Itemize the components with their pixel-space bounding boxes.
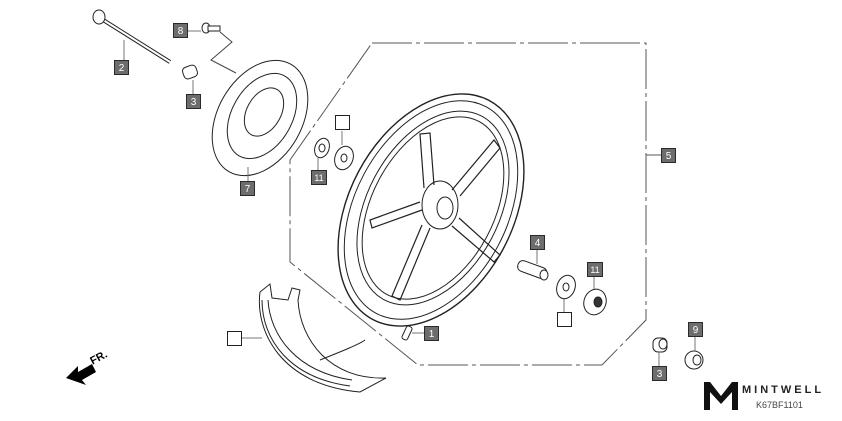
callout-3-left[interactable]: 3 xyxy=(186,94,201,109)
callout-9[interactable]: 9 xyxy=(688,322,703,337)
empty-callout-bearing-right[interactable] xyxy=(557,312,572,327)
callout-11-left[interactable]: 11 xyxy=(311,170,327,185)
empty-callout-tire[interactable] xyxy=(227,331,242,346)
callout-11-right[interactable]: 11 xyxy=(587,262,603,277)
tire-icon xyxy=(242,283,387,393)
valve-stem-icon xyxy=(401,325,424,341)
distance-collar-icon xyxy=(517,250,549,281)
axle-nut-icon xyxy=(684,337,704,370)
dust-seal-right-icon xyxy=(583,277,607,316)
bearing-left-icon xyxy=(314,131,354,171)
callout-3-right[interactable]: 3 xyxy=(652,366,667,381)
drawing-code: K67BF1101 xyxy=(756,400,803,410)
bearing-right-icon xyxy=(556,274,576,312)
wheel-rim-icon xyxy=(337,93,525,327)
disc-bolt-icon xyxy=(188,22,237,74)
assembly-boundary xyxy=(289,42,647,366)
mintwell-logo-icon xyxy=(704,382,738,410)
callout-2[interactable]: 2 xyxy=(114,60,129,75)
empty-callout-bearing-left[interactable] xyxy=(335,115,350,130)
callout-8[interactable]: 8 xyxy=(173,23,188,38)
brake-disc-icon xyxy=(211,59,309,181)
arrow-front-icon xyxy=(66,364,96,385)
collar-right-icon xyxy=(652,337,668,366)
collar-icon xyxy=(181,64,199,94)
callout-7[interactable]: 7 xyxy=(240,181,255,196)
axle-bolt-icon xyxy=(92,9,172,64)
callout-4[interactable]: 4 xyxy=(530,235,545,250)
callout-1[interactable]: 1 xyxy=(424,326,439,341)
brand-name: MINTWELL xyxy=(742,384,825,396)
callout-5[interactable]: 5 xyxy=(661,148,676,163)
